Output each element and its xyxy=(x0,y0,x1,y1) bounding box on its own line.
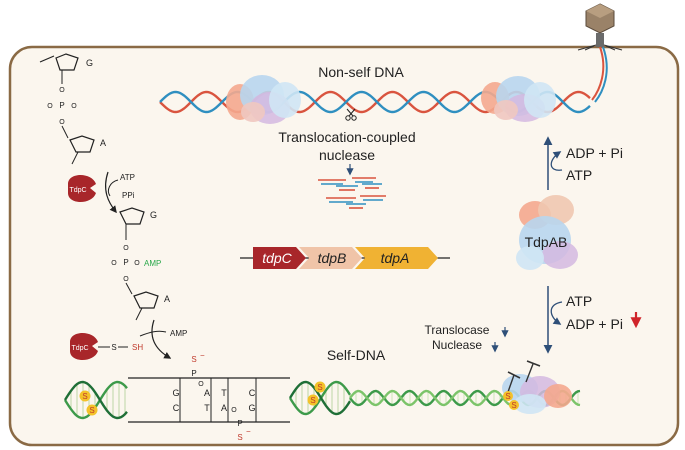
tdpab-complex-center xyxy=(516,195,578,270)
phosphate1-p: P xyxy=(59,101,64,110)
ladder-bottom-base-4: G xyxy=(248,403,255,413)
top-atp-label: ATP xyxy=(566,167,592,183)
inhibition-bar-right xyxy=(525,363,534,383)
inhibition-cap-left xyxy=(507,371,521,379)
amp-label: AMP xyxy=(144,259,161,268)
self-dna-label: Self-DNA xyxy=(327,347,386,363)
tdpc-enzyme-icon-2 xyxy=(70,333,98,360)
svg-text:S: S xyxy=(505,392,510,401)
svg-text:S: S xyxy=(89,406,94,415)
inhibition-bar-left xyxy=(507,374,515,393)
operon: tdpC tdpB tdpA xyxy=(240,247,450,269)
phosphate1-o-right: O xyxy=(71,103,77,110)
top-ps-o: O xyxy=(198,381,204,388)
phosphate1-o-bottom: O xyxy=(59,119,65,126)
ladder-top-base-1: G xyxy=(172,388,179,398)
thiol-s: S xyxy=(111,343,116,352)
helix-strand xyxy=(288,380,352,416)
tdpc-enzyme-icon xyxy=(68,175,96,202)
sulfur-mark-bottom: S S xyxy=(503,391,519,410)
ladder-bottom-base-3: A xyxy=(221,403,227,413)
helix-strand xyxy=(63,380,128,420)
ladder-top-base-3: T xyxy=(221,388,227,398)
ladder-bottom-base-1: C xyxy=(173,403,180,413)
cell-envelope xyxy=(8,45,680,447)
translocase-label: Translocase xyxy=(425,323,490,337)
helix-strand xyxy=(288,380,352,416)
modification-pathway: G O O P O O A ATP PPi TdpC G O O P O AMP… xyxy=(39,53,187,360)
svg-text:S: S xyxy=(317,383,322,392)
nuclease-label-line2: nuclease xyxy=(319,147,375,163)
top-ps-minus: − xyxy=(200,351,205,360)
sugar4-base: A xyxy=(164,294,170,304)
gene-tdpb xyxy=(299,247,362,269)
entering-dna-strand-blue xyxy=(594,46,608,103)
bottom-ps-p: P xyxy=(237,419,242,428)
top-adp-label: ADP + Pi xyxy=(566,145,623,161)
step1-ppi: PPi xyxy=(122,191,135,200)
ladder-bottom-base-2: T xyxy=(204,403,210,413)
tdpab-complex-right xyxy=(481,76,556,122)
phosphate1-o-left: O xyxy=(47,103,53,110)
tdpc-enzyme-label-2: TdpC xyxy=(71,345,88,352)
tdpab-complex-left xyxy=(226,75,301,124)
ladder-top-base-2: A xyxy=(204,388,210,398)
phosphate2-o-right: O xyxy=(134,260,140,267)
sulfur-mark-left-helix: S S xyxy=(79,390,98,416)
phosphorothioate-ladder: G A T C C T A G S − P O O P S − xyxy=(128,351,290,442)
top-ps-sulfur: S xyxy=(191,355,196,364)
svg-text:S: S xyxy=(310,396,315,405)
phosphate2-o-bottom: O xyxy=(123,276,129,283)
phosphate2-p: P xyxy=(123,258,128,267)
dna-fragments xyxy=(318,177,386,209)
top-ps-p: P xyxy=(191,369,196,378)
sugar1-o: O xyxy=(59,87,65,94)
svg-text:S: S xyxy=(82,392,87,401)
bottom-ps-o: O xyxy=(231,407,237,414)
gene-tdpc-label: tdpC xyxy=(262,250,292,266)
top-cycle-curve xyxy=(550,151,563,171)
entering-dna-strand-red xyxy=(591,46,605,101)
phage-icon xyxy=(577,3,623,51)
svg-text:S: S xyxy=(511,401,516,410)
scissors-icon xyxy=(345,108,357,121)
non-self-dna-label: Non-self DNA xyxy=(318,64,404,80)
phosphate2-o-top: O xyxy=(123,245,129,252)
nuclease-label-line1: Translocation-coupled xyxy=(278,129,415,145)
bottom-ps-sulfur: S xyxy=(237,433,242,442)
gene-tdpb-label: tdpB xyxy=(318,250,347,266)
step1-atp: ATP xyxy=(120,173,135,182)
bottom-ps-minus: − xyxy=(246,427,251,436)
sugar2-base: A xyxy=(100,138,106,148)
inhibition-cap-right xyxy=(526,360,541,367)
gene-tdpc xyxy=(253,247,306,269)
ladder-top-base-4: C xyxy=(249,388,256,398)
step2-amp: AMP xyxy=(170,329,187,338)
sulfur-mark-middle-helix: S S xyxy=(307,381,326,406)
bottom-atp-label: ATP xyxy=(566,293,592,309)
gene-tdpa xyxy=(355,247,438,269)
bottom-cycle-curve xyxy=(550,301,563,325)
tdpab-label: TdpAB xyxy=(525,234,568,250)
phosphate2-o-left: O xyxy=(111,260,117,267)
sugar3-base: G xyxy=(150,210,157,220)
tdpab-complex-bottom xyxy=(502,374,572,414)
nuclease-small-label: Nuclease xyxy=(432,338,482,352)
sugar1-base: G xyxy=(86,58,93,68)
bottom-adp-label: ADP + Pi xyxy=(566,316,623,332)
gene-tdpa-label: tdpA xyxy=(381,250,410,266)
tdpc-enzyme-label: TdpC xyxy=(69,187,86,194)
thiol-sh: SH xyxy=(132,343,143,352)
